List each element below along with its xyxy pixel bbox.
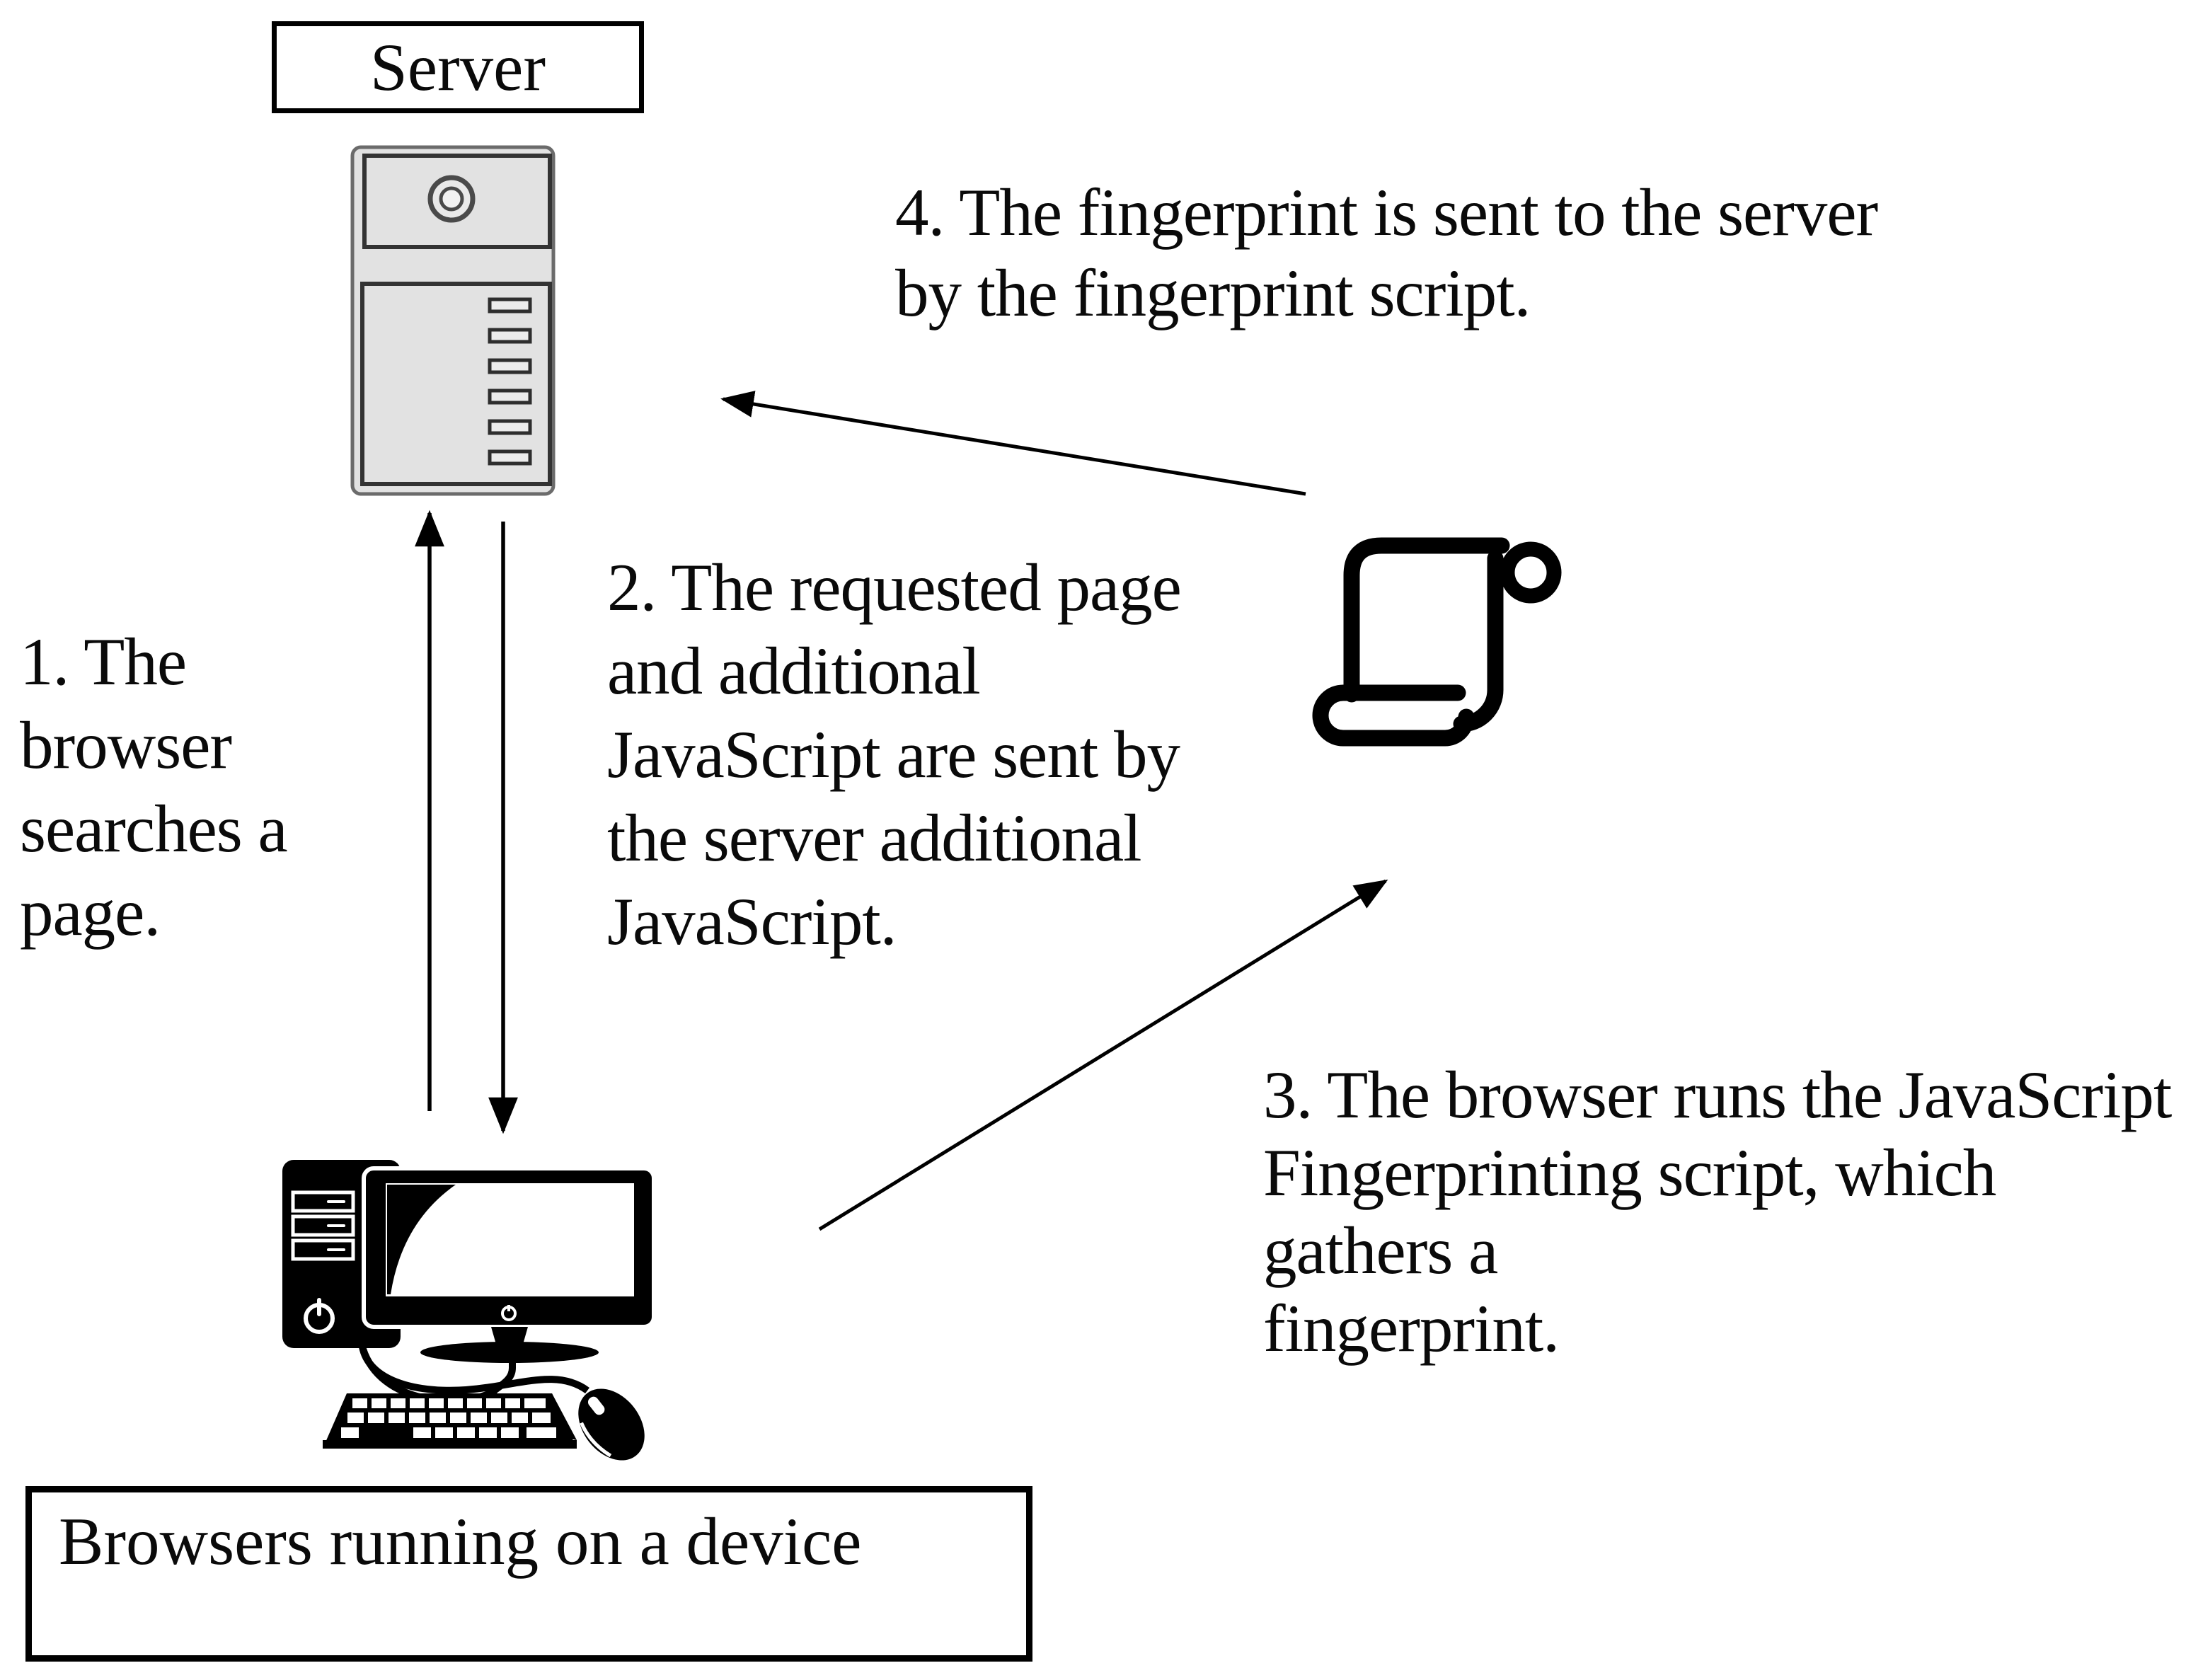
server-label-box: Server xyxy=(272,21,644,113)
device-label: Browsers running on a device xyxy=(59,1504,862,1579)
server-drive-slots xyxy=(488,297,532,466)
device-label-box: Browsers running on a device xyxy=(25,1486,1032,1662)
step-1-note: 1. The browser searches a page. xyxy=(20,624,288,950)
scroll-icon xyxy=(1312,537,1562,747)
desktop-computer-icon xyxy=(282,1160,656,1461)
step-3-note: 3. The browser runs the JavaScript Finge… xyxy=(1263,1057,2172,1366)
step-4-note: 4. The fingerprint is sent to the server… xyxy=(895,175,1878,330)
scroll-top-roll xyxy=(1500,541,1562,604)
screen-glare xyxy=(387,1185,456,1294)
scroll-page-outline xyxy=(1343,537,1510,703)
step-2-note: 2. The requested page and additional Jav… xyxy=(607,550,1182,959)
server-tower-icon xyxy=(350,145,556,496)
monitor-base xyxy=(420,1342,599,1363)
scroll-right-edge xyxy=(1453,550,1504,732)
send-fingerprint-arrow xyxy=(720,391,1306,496)
computer-mouse xyxy=(578,1388,645,1461)
scroll-bottom-roll xyxy=(1312,684,1475,747)
monitor-stand xyxy=(491,1327,528,1347)
server-label: Server xyxy=(370,30,546,105)
